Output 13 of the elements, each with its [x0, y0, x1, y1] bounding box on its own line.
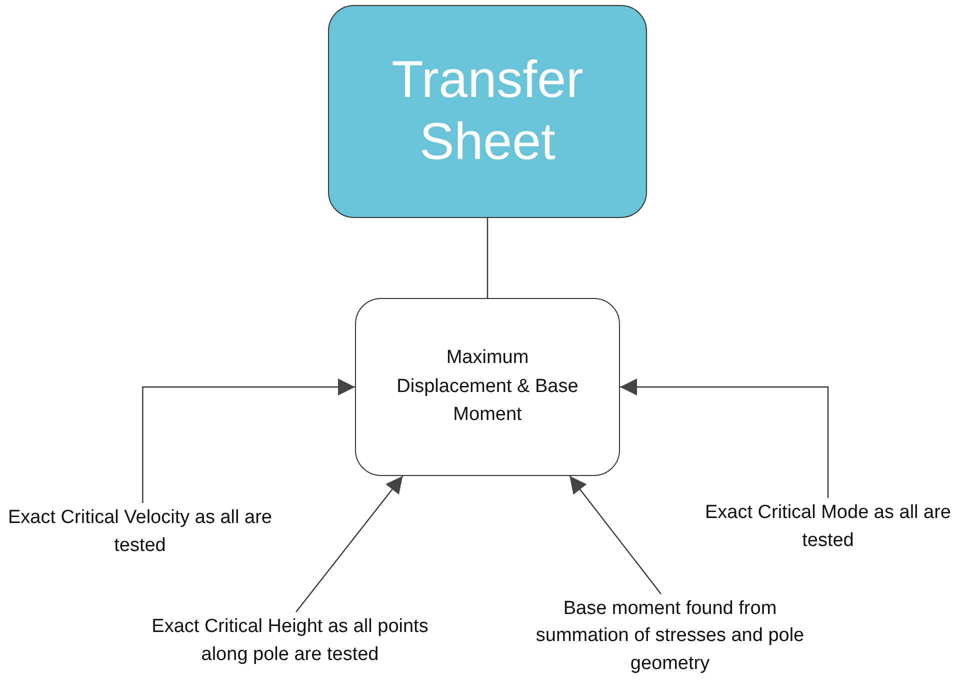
arrow — [296, 476, 404, 612]
arrow — [569, 476, 662, 594]
note-text: Exact Critical Height as all points along pole are tested — [140, 612, 440, 670]
note-text: Base moment found from summation of stresses and pole geometry — [520, 594, 820, 678]
connector-line — [486, 218, 488, 298]
title-box — [328, 5, 647, 218]
arrow — [620, 378, 829, 498]
arrow — [142, 378, 355, 503]
note-text: Exact Critical Velocity as all are tested — [5, 503, 275, 561]
box-label: Transfer Sheet — [390, 50, 584, 172]
box-label: Maximum Displacement & Base Moment — [396, 346, 580, 428]
note-text: Exact Critical Mode as all are tested — [690, 498, 966, 556]
process-box — [355, 298, 620, 476]
